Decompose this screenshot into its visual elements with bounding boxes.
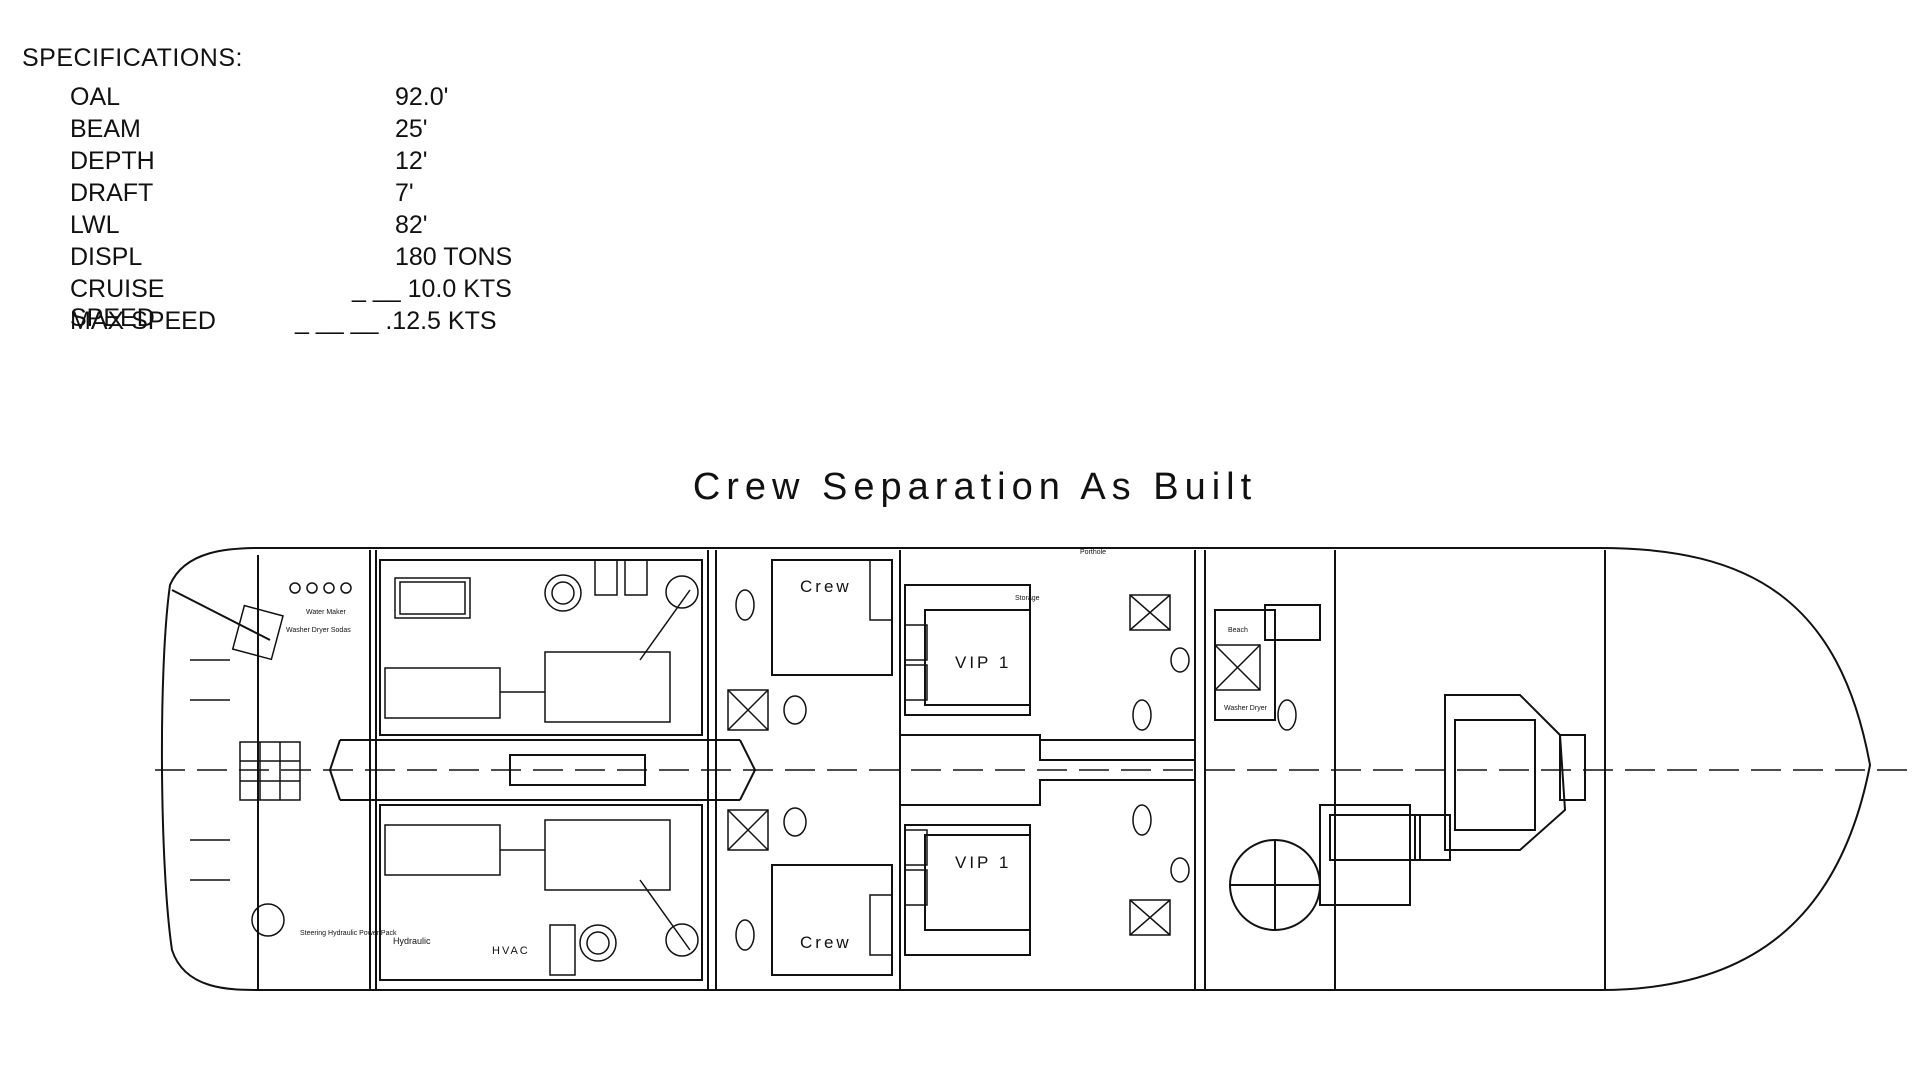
- spec-label: DISPL: [70, 243, 143, 271]
- washer-dryer-aft-label: Washer Dryer Sodas: [286, 627, 351, 634]
- beach-label: Beach: [1228, 627, 1248, 634]
- spec-value: _ __ 10.0 KTS: [352, 275, 512, 303]
- washer-dryer-label: Washer Dryer: [1224, 705, 1268, 712]
- porthole-label: Porthole: [1080, 549, 1106, 556]
- spec-value: 7': [395, 179, 414, 207]
- spec-value: 82': [395, 211, 428, 239]
- spec-row: LWL 82': [22, 211, 428, 243]
- plan-title: Crew Separation As Built: [692, 466, 1258, 508]
- engine-port-icon: [384, 667, 501, 719]
- spec-label: LWL: [70, 211, 120, 239]
- spec-value: 12': [395, 147, 428, 175]
- spec-row: DEPTH 12': [22, 147, 428, 179]
- engine-starboard-icon: [384, 824, 501, 876]
- spec-row: OAL 92.0': [22, 83, 448, 115]
- storage-label: Storage: [1015, 595, 1040, 602]
- spec-label: CRUISE SPEED: [70, 275, 165, 332]
- gearbox-starboard-icon: [544, 819, 671, 891]
- spec-value: 92.0': [395, 83, 449, 111]
- spec-label: DEPTH: [70, 147, 155, 175]
- spec-value: _ __ __ .12.5 KTS: [295, 307, 497, 335]
- vip-cabin-bottom-label: VIP 1: [955, 853, 1011, 872]
- spec-label: BEAM: [70, 115, 141, 143]
- spec-label: MAX SPEED: [70, 307, 216, 335]
- crew-cabin-bottom-label: Crew: [800, 933, 852, 952]
- spec-row: MAX SPEED _ __ __ .12.5 KTS: [22, 307, 497, 339]
- spec-label: OAL: [70, 83, 121, 111]
- specifications-title: SPECIFICATIONS:: [22, 44, 243, 72]
- generator-icon: [394, 577, 471, 619]
- hvac-label: HVAC: [492, 945, 530, 957]
- water-maker-label: Water Maker: [306, 609, 346, 616]
- spec-row: DISPL 180 TONS: [22, 243, 512, 275]
- spec-row: CRUISE SPEED _ __ 10.0 KTS: [22, 275, 512, 332]
- specifications-list: OAL 92.0' BEAM 25' DEPTH 12' DRAFT 7' LWL 82' DISP…: [22, 83, 512, 339]
- hull-outline: [160, 547, 1872, 991]
- spec-value: 25': [395, 115, 428, 143]
- vip-cabin-top-label: VIP 1: [955, 653, 1011, 672]
- steering-label: Steering Hydraulic Power Pack: [300, 930, 397, 937]
- hydraulic-label: Hydraulic: [393, 936, 431, 946]
- spec-row: BEAM 25': [22, 115, 428, 147]
- spec-row: DRAFT 7': [22, 179, 414, 211]
- deck-plan-diagram: Crew Crew VIP 1 VIP 1 Hydraulic HVAC Was…: [155, 547, 1915, 991]
- crew-cabin-top-label: Crew: [800, 577, 852, 596]
- gearbox-port-icon: [544, 651, 671, 723]
- spec-label: DRAFT: [70, 179, 154, 207]
- spec-value: 180 TONS: [395, 243, 513, 271]
